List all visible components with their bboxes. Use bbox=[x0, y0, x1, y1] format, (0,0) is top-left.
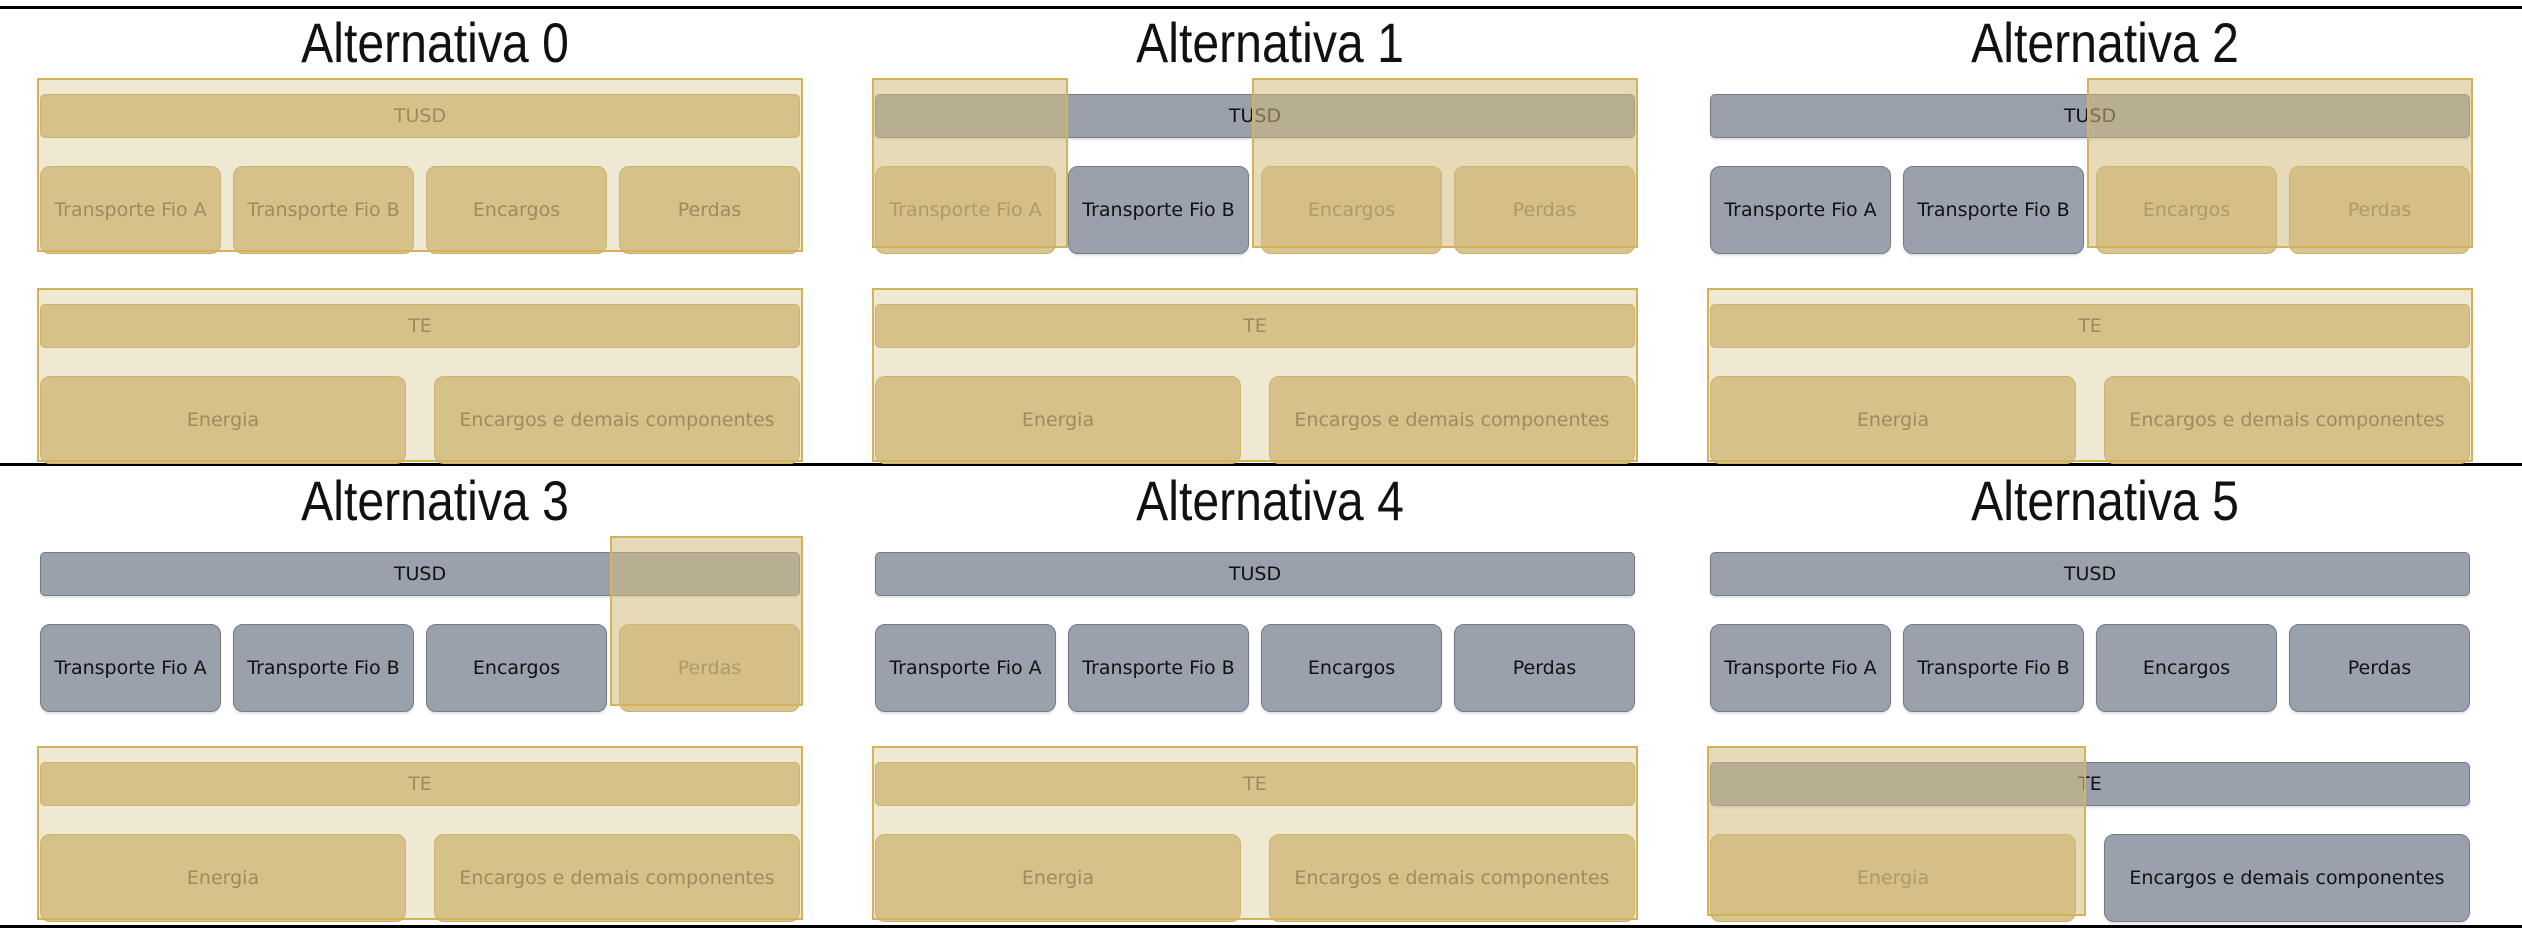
te-bar: TE bbox=[1710, 762, 2470, 806]
box-fio-a: Transporte Fio A bbox=[40, 624, 221, 712]
box-perdas: Perdas bbox=[2289, 166, 2470, 254]
alternative-title: Alternativa 0 bbox=[301, 11, 569, 74]
box-perdas: Perdas bbox=[619, 624, 800, 712]
tusd-bar: TUSD bbox=[1710, 552, 2470, 596]
tusd-bar: TUSD bbox=[40, 94, 800, 138]
box-energia: Energia bbox=[1710, 376, 2076, 464]
box-energia: Energia bbox=[875, 834, 1241, 922]
box-fio-b: Transporte Fio B bbox=[1903, 166, 2084, 254]
box-encargos-demais: Encargos e demais componentes bbox=[434, 834, 800, 922]
tusd-bar: TUSD bbox=[40, 552, 800, 596]
box-encargos-demais: Encargos e demais componentes bbox=[2104, 376, 2470, 464]
tusd-bar: TUSD bbox=[1710, 94, 2470, 138]
te-bar: TE bbox=[1710, 304, 2470, 348]
alternative-title: Alternativa 4 bbox=[1136, 469, 1404, 532]
box-fio-a: Transporte Fio A bbox=[1710, 166, 1891, 254]
box-encargos-demais: Encargos e demais componentes bbox=[1269, 376, 1635, 464]
alternative-title: Alternativa 5 bbox=[1971, 469, 2239, 532]
box-perdas: Perdas bbox=[1454, 166, 1635, 254]
box-fio-a: Transporte Fio A bbox=[875, 166, 1056, 254]
te-bar: TE bbox=[40, 762, 800, 806]
box-fio-a: Transporte Fio A bbox=[875, 624, 1056, 712]
box-fio-b: Transporte Fio B bbox=[233, 624, 414, 712]
box-encargos: Encargos bbox=[2096, 624, 2277, 712]
box-encargos: Encargos bbox=[1261, 624, 1442, 712]
te-group: TE Energia Encargos e demais componentes bbox=[1710, 292, 2470, 464]
te-group: TE Energia Encargos e demais componentes bbox=[40, 750, 800, 922]
box-fio-a: Transporte Fio A bbox=[40, 166, 221, 254]
alternative-title: Alternativa 2 bbox=[1971, 11, 2239, 74]
box-energia: Energia bbox=[1710, 834, 2076, 922]
box-encargos: Encargos bbox=[2096, 166, 2277, 254]
box-energia: Energia bbox=[40, 834, 406, 922]
box-encargos: Encargos bbox=[426, 166, 607, 254]
te-group: TE Energia Encargos e demais componentes bbox=[1710, 750, 2470, 922]
box-perdas: Perdas bbox=[619, 166, 800, 254]
tusd-bar: TUSD bbox=[875, 94, 1635, 138]
box-fio-a: Transporte Fio A bbox=[1710, 624, 1891, 712]
middle-rule bbox=[0, 463, 2522, 466]
te-group: TE Energia Encargos e demais componentes bbox=[875, 292, 1635, 464]
bottom-rule bbox=[0, 925, 2522, 928]
box-encargos-demais: Encargos e demais componentes bbox=[1269, 834, 1635, 922]
tusd-bar: TUSD bbox=[875, 552, 1635, 596]
box-encargos-demais: Encargos e demais componentes bbox=[2104, 834, 2470, 922]
te-bar: TE bbox=[40, 304, 800, 348]
alternative-title: Alternativa 3 bbox=[301, 469, 569, 532]
box-encargos-demais: Encargos e demais componentes bbox=[434, 376, 800, 464]
box-fio-b: Transporte Fio B bbox=[1068, 624, 1249, 712]
box-fio-b: Transporte Fio B bbox=[1068, 166, 1249, 254]
te-group: TE Energia Encargos e demais componentes bbox=[875, 750, 1635, 922]
box-fio-b: Transporte Fio B bbox=[233, 166, 414, 254]
te-bar: TE bbox=[875, 762, 1635, 806]
te-bar: TE bbox=[875, 304, 1635, 348]
te-group: TE Energia Encargos e demais componentes bbox=[40, 292, 800, 464]
box-fio-b: Transporte Fio B bbox=[1903, 624, 2084, 712]
box-encargos: Encargos bbox=[426, 624, 607, 712]
box-energia: Energia bbox=[40, 376, 406, 464]
box-encargos: Encargos bbox=[1261, 166, 1442, 254]
alternative-title: Alternativa 1 bbox=[1136, 11, 1404, 74]
box-perdas: Perdas bbox=[1454, 624, 1635, 712]
box-perdas: Perdas bbox=[2289, 624, 2470, 712]
box-energia: Energia bbox=[875, 376, 1241, 464]
top-rule bbox=[0, 6, 2522, 9]
